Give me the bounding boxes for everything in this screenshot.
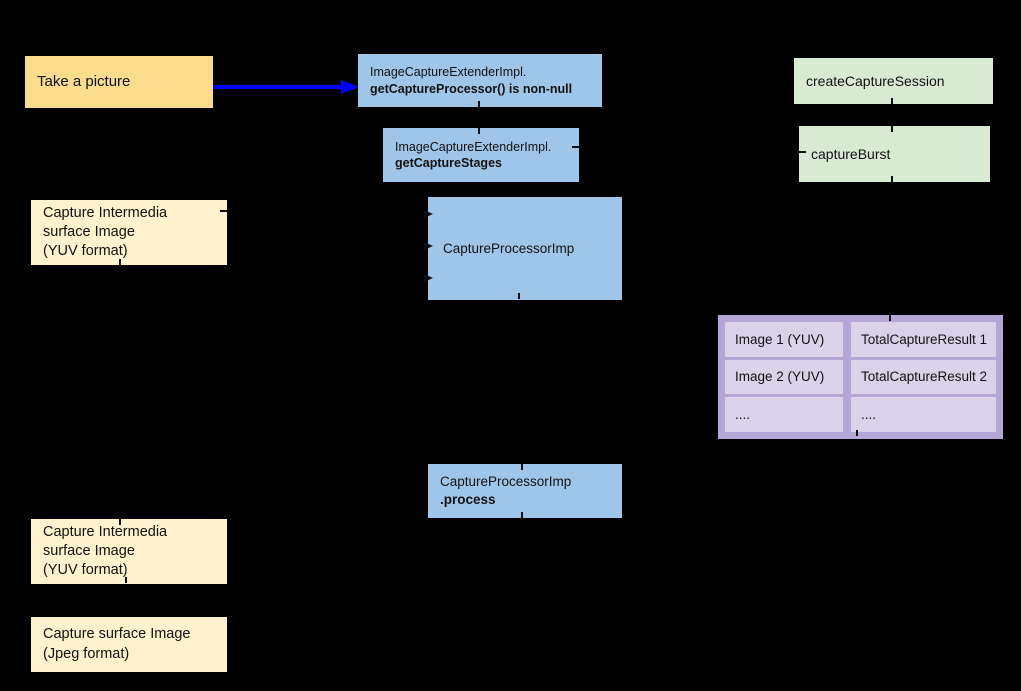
node-line2: getCaptureStages [395, 156, 502, 170]
connector-fragment [799, 151, 806, 153]
node-line1: Capture Intermedia [43, 204, 168, 221]
node-create-capture-session: createCaptureSession [794, 58, 993, 104]
table-cell-result-more: .... [851, 397, 996, 432]
node-line2: surface Image [43, 223, 135, 240]
arrowhead-fragment-icon [424, 210, 433, 218]
node-capture-intermedia-surface-2: Capture Intermedia surface Image (YUV fo… [31, 519, 227, 584]
cell-text: .... [861, 407, 877, 423]
cell-text: TotalCaptureResult 2 [861, 369, 988, 385]
connector-fragment [220, 210, 227, 212]
node-line2: .process [440, 492, 496, 507]
connector-fragment [891, 98, 893, 104]
node-line2: (Jpeg format) [43, 645, 130, 662]
arrow-shaft [213, 85, 343, 89]
arrowhead-fragment-icon [424, 274, 433, 282]
node-line1: Capture Intermedia [43, 523, 168, 540]
node-label: captureBurst [811, 145, 891, 162]
node-line1: Capture surface Image [43, 626, 191, 643]
arrow-take-picture-to-capture-processor [213, 80, 359, 94]
node-capture-surface-jpeg: Capture surface Image (Jpeg format) [31, 617, 227, 672]
table-cell-result-1: TotalCaptureResult 1 [851, 322, 996, 357]
arrow-head-icon [341, 80, 359, 94]
cell-text: Image 1 (YUV) [735, 331, 825, 347]
table-cell-image-2: Image 2 (YUV) [725, 359, 843, 395]
node-label: Take a picture [37, 73, 131, 91]
table-cell-result-2: TotalCaptureResult 2 [851, 359, 996, 395]
node-line3: (YUV format) [43, 562, 128, 579]
cell-text: .... [735, 407, 751, 423]
connector-fragment [856, 430, 858, 436]
connector-fragment [478, 128, 480, 134]
node-line1: ImageCaptureExtenderImpl. [370, 65, 527, 80]
node-label: createCaptureSession [806, 72, 945, 89]
connector-fragment [518, 293, 520, 299]
node-capture-processor-process: CaptureProcessorImp .process [428, 464, 622, 518]
node-line3: (YUV format) [43, 243, 128, 260]
connector-fragment [521, 464, 523, 470]
cell-text: TotalCaptureResult 1 [861, 331, 988, 347]
node-line2: getCaptureProcessor() is non-null [370, 81, 573, 96]
connector-fragment [891, 176, 893, 182]
cell-text: Image 2 (YUV) [735, 369, 825, 385]
table-cell-image-1: Image 1 (YUV) [725, 322, 843, 357]
connector-fragment [125, 577, 127, 583]
connector-fragment [478, 101, 480, 107]
connector-fragment [521, 512, 523, 518]
node-label: CaptureProcessorImp [443, 240, 575, 256]
arrowhead-fragment-icon [424, 242, 433, 250]
node-get-capture-processor: ImageCaptureExtenderImpl. getCaptureProc… [358, 54, 602, 107]
table-cell-image-more: .... [725, 397, 843, 432]
capture-results-table: Image 1 (YUV) TotalCaptureResult 1 Image… [718, 315, 1003, 439]
node-line1: ImageCaptureExtenderImpl. [395, 139, 552, 154]
node-get-capture-stages: ImageCaptureExtenderImpl. getCaptureStag… [383, 128, 579, 182]
connector-fragment [891, 126, 893, 132]
connector-fragment [572, 146, 579, 148]
node-line1: CaptureProcessorImp [440, 474, 572, 490]
connector-fragment [119, 259, 121, 265]
node-capture-burst: captureBurst [799, 126, 990, 182]
connector-fragment [889, 315, 891, 321]
node-capture-intermedia-surface-1: Capture Intermedia surface Image (YUV fo… [31, 200, 227, 265]
connector-fragment [119, 519, 121, 525]
node-take-a-picture: Take a picture [25, 56, 213, 108]
node-line2: surface Image [43, 542, 135, 559]
node-capture-processor-imp: CaptureProcessorImp [428, 197, 622, 300]
